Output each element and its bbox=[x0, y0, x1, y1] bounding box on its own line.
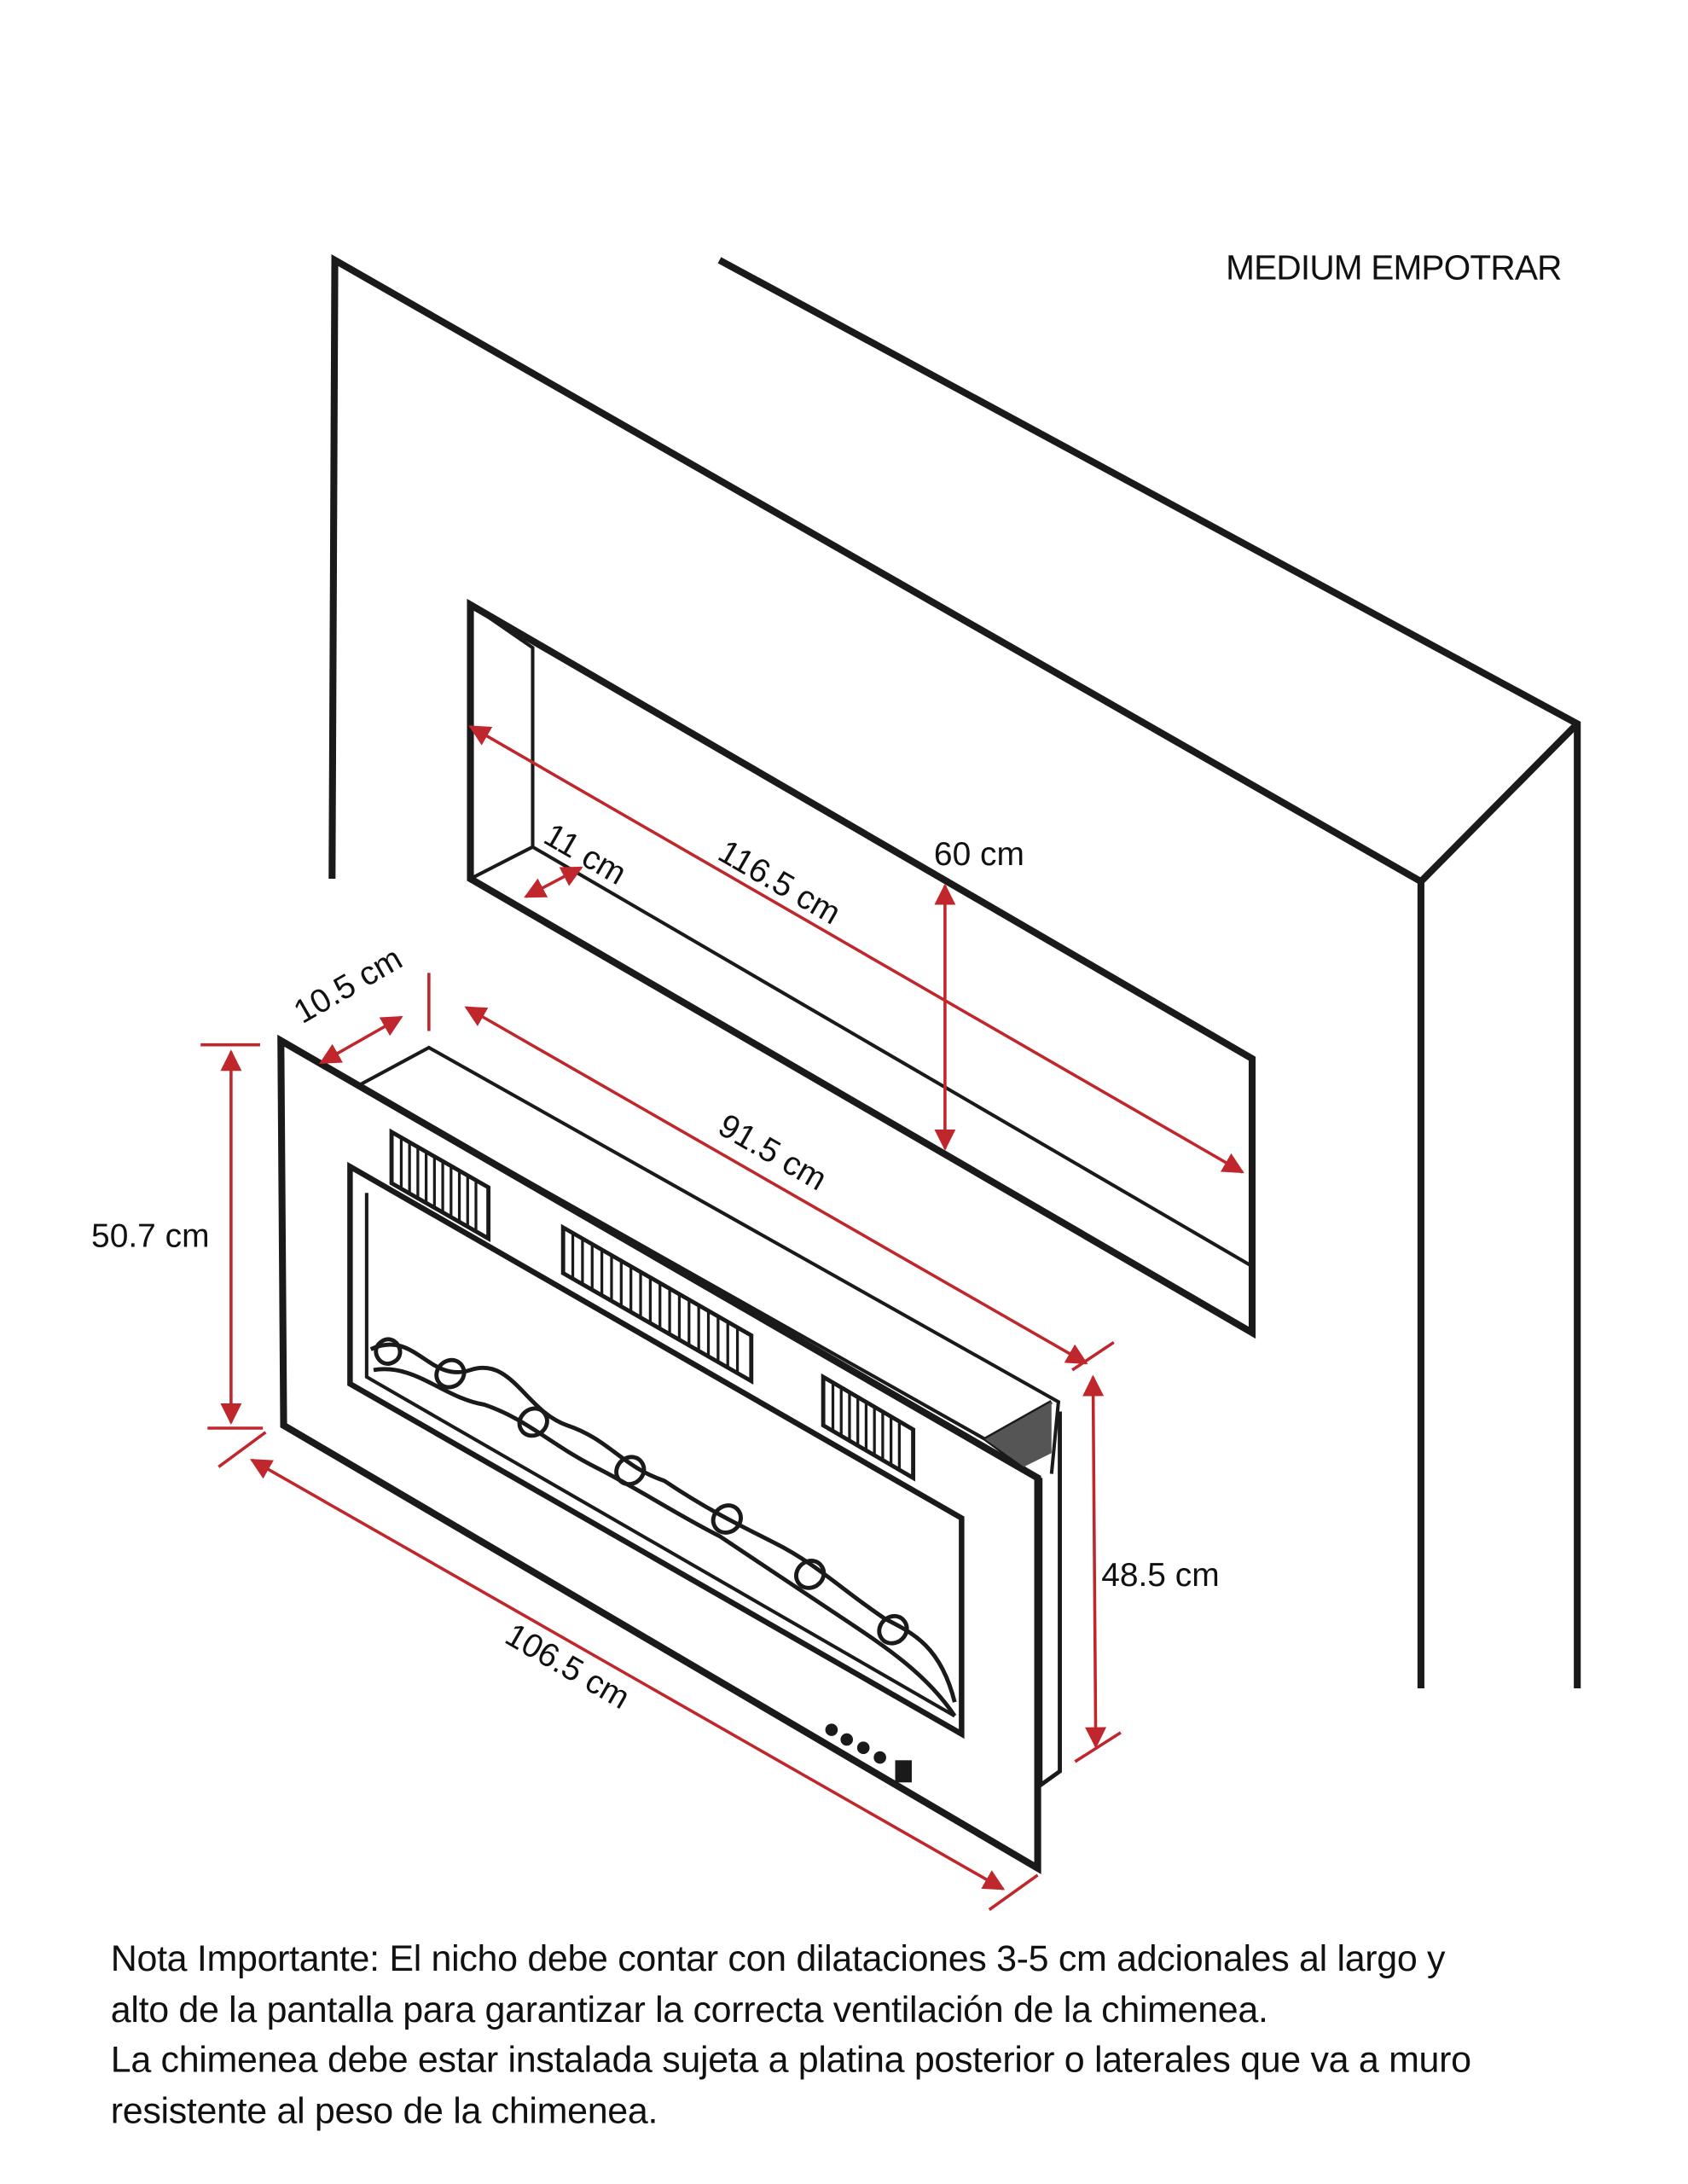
note-line: resistente al peso de la chimenea. bbox=[110, 2088, 658, 2131]
note-line: alto de la pantalla para garantizar la c… bbox=[110, 1988, 1268, 2030]
label-unit-height: 50.7 cm bbox=[91, 1217, 210, 1256]
label-unit-body-height: 48.5 cm bbox=[1101, 1556, 1220, 1594]
vent-left bbox=[389, 1128, 491, 1242]
important-note: Nota Importante: El nicho debe contar co… bbox=[111, 1933, 1605, 2135]
note-line: Nota Importante: El nicho debe contar co… bbox=[110, 1937, 1446, 1979]
diagram-title: MEDIUM EMPOTRAR bbox=[1226, 248, 1562, 288]
label-niche-height: 60 cm bbox=[933, 835, 1024, 874]
note-line: La chimenea debe estar instalada sujeta … bbox=[110, 2038, 1471, 2081]
fireplace-unit bbox=[277, 1034, 1062, 1874]
wall bbox=[328, 253, 1581, 1688]
dimension-lines bbox=[200, 725, 1244, 1911]
